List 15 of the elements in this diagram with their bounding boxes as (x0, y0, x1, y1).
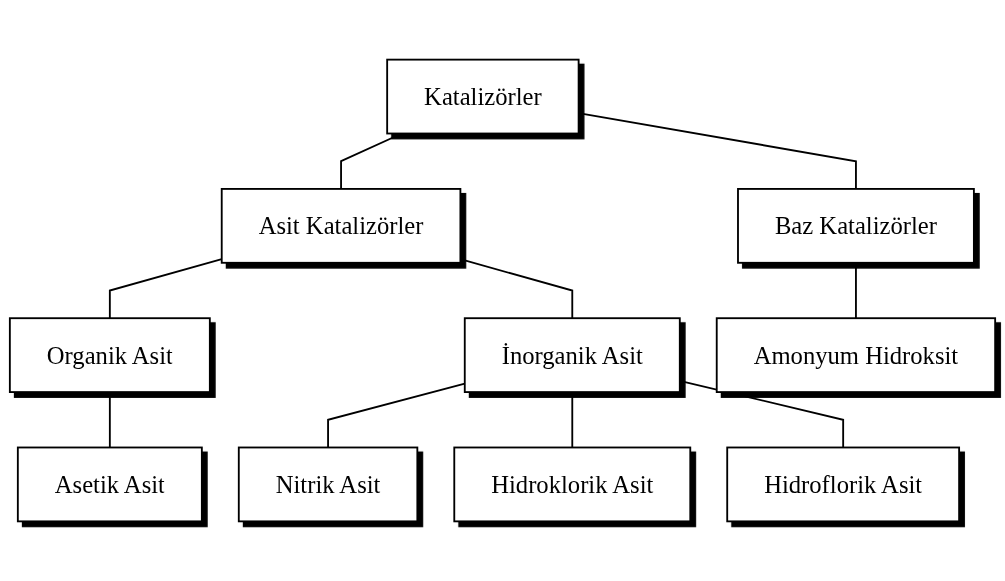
node-box: Asit Katalizörler (220, 188, 462, 264)
node-box: Baz Katalizörler (737, 188, 975, 264)
connector (108, 391, 111, 449)
connector (340, 132, 403, 190)
node-box: Asetik Asit (16, 446, 203, 523)
node-box: Organik Asit (8, 317, 211, 393)
node-box: İnorganik Asit (463, 317, 681, 393)
connector (855, 261, 857, 320)
connector (459, 258, 574, 320)
node-box: Hidroflorik Asit (726, 446, 961, 523)
connector (571, 391, 574, 449)
node-box: Nitrik Asit (237, 446, 419, 523)
node-box: Amonyum Hidroksit (715, 317, 997, 393)
node-box: Katalizörler (386, 58, 580, 135)
node-box: Hidroklorik Asit (453, 446, 692, 523)
